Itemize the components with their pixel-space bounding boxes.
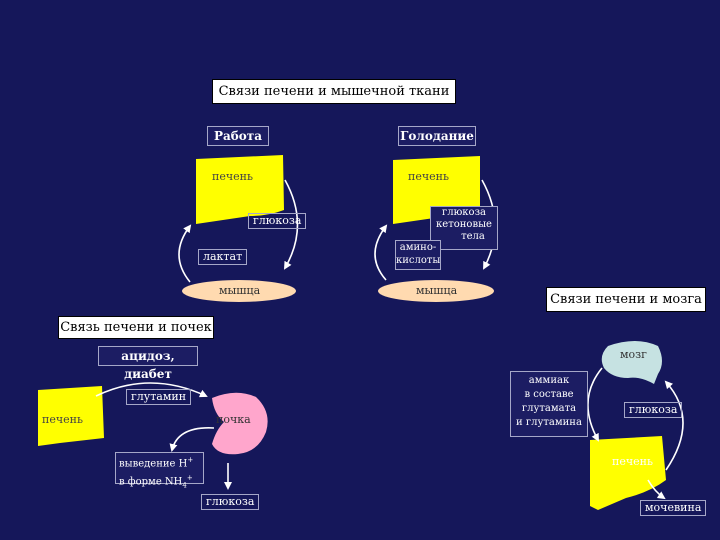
brain-glucose-label: глюкоза: [624, 402, 683, 418]
brain-liver-shape: [590, 436, 666, 510]
brain-title: Связи печени и мозга: [546, 287, 706, 312]
brain-ammonia-line-1: аммиак: [528, 375, 570, 386]
fasting-amino-box: амино- кислоты: [395, 240, 441, 270]
fasting-amino-label-2: кислоты: [396, 255, 441, 266]
fasting-glucose-ketone-box: глюкоза кетоновые тела: [430, 206, 498, 250]
brain-arrow-to-liver: [587, 367, 603, 442]
fasting-muscle-shape: [378, 280, 494, 302]
kidney-arrow-excretion: [169, 427, 215, 452]
work-muscle-label: мышца: [219, 284, 261, 297]
title-box: Связи печени и мышечной ткани: [212, 79, 456, 104]
kidney-excretion-line-2: в форме NH4+: [119, 474, 193, 490]
brain-ammonia-line-2: в составе: [524, 389, 574, 400]
brain-ammonia-line-3: глутамата: [521, 403, 577, 414]
fasting-muscle-label: мышца: [416, 284, 458, 297]
work-glucose-label: глюкоза: [248, 213, 307, 229]
brain-ammonia-box: аммиак в составе глутамата и глутамина: [510, 371, 588, 437]
work-liver-label: печень: [212, 170, 253, 183]
work-liver-shape: [196, 155, 284, 224]
kidney-excretion-box: выведение H+ в форме NH4+: [115, 452, 204, 490]
brain-arrow-urea: [647, 479, 666, 500]
fasting-bodies-label: тела: [461, 231, 485, 242]
kidney-shape: [212, 392, 268, 455]
fasting-amino-label-1: амино-: [399, 242, 437, 253]
brain-arrow-to-brain: [664, 380, 684, 471]
work-title: Работа: [207, 126, 269, 146]
fasting-title: Голодание: [398, 126, 476, 146]
kidney-liver-label: печень: [42, 413, 83, 426]
brain-liver-label: печень: [612, 455, 653, 468]
brain-urea-label: мочевина: [640, 500, 707, 516]
work-muscle-shape: [182, 280, 296, 302]
work-arrow-to-liver: [178, 224, 192, 283]
fasting-ketone-label: кетоновые: [436, 219, 492, 230]
kidney-kidney-label: почка: [216, 413, 251, 426]
brain-label: мозг: [620, 348, 647, 361]
work-arrow-to-muscle: [283, 179, 299, 270]
brain-shape: [601, 341, 662, 384]
kidney-glucose-label: глюкоза: [201, 494, 260, 510]
kidney-title: Связь печени и почек: [58, 316, 214, 339]
kidney-liver-shape: [38, 386, 104, 446]
kidney-arrow-glutamine: [95, 382, 208, 398]
brain-ammonia-line-4: и глутамина: [516, 417, 582, 428]
kidney-excretion-line-1: выведение H+: [119, 456, 194, 470]
work-lactate-label: лактат: [198, 249, 248, 265]
fasting-arrow-to-liver: [374, 224, 388, 281]
kidney-glutamine-label: глутамин: [126, 389, 192, 405]
fasting-glucose-label: глюкоза: [442, 207, 486, 218]
kidney-condition: ацидоз, диабет: [98, 346, 198, 381]
fasting-liver-label: печень: [408, 170, 449, 183]
